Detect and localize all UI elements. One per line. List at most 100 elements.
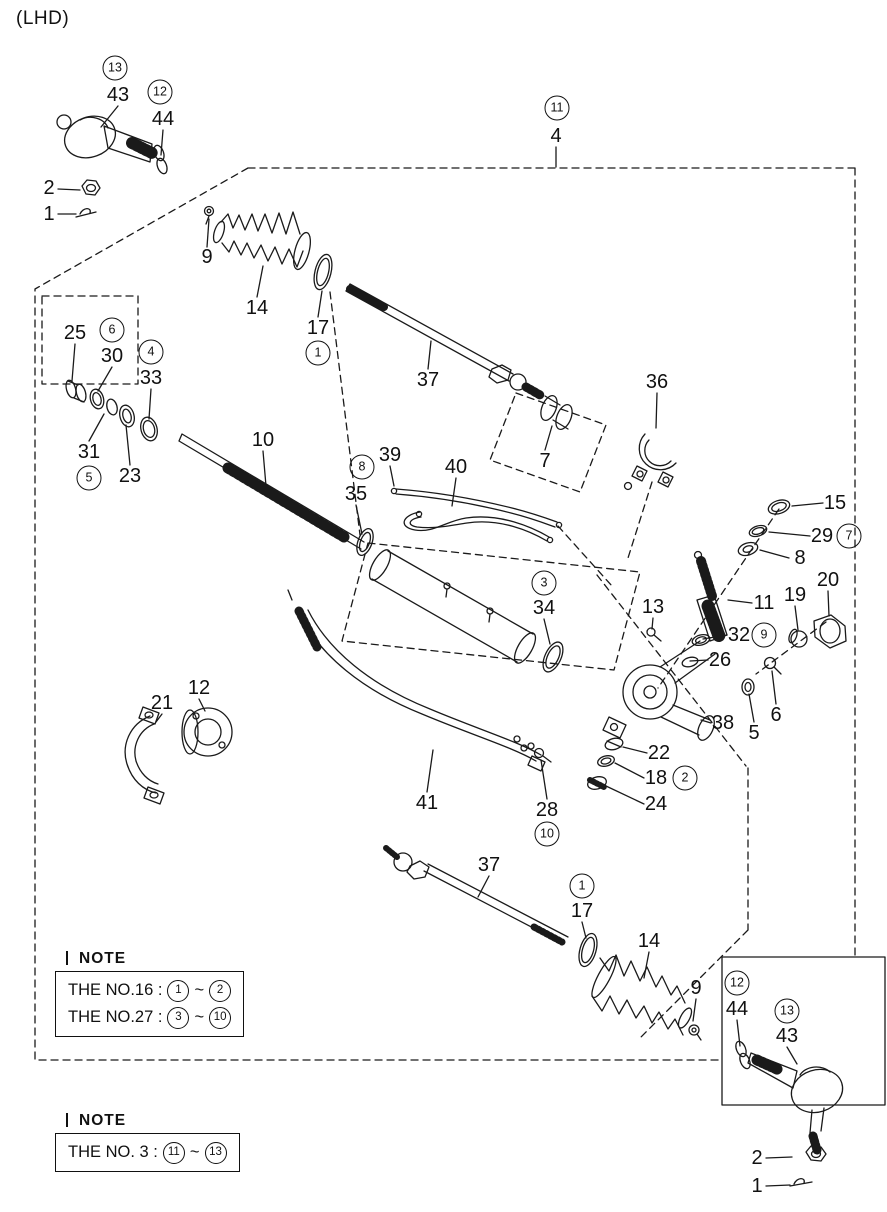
callout-33-17: 33 xyxy=(139,367,163,389)
circled-callout-7-30: 7 xyxy=(836,523,862,549)
circled-callout-12-2: 12 xyxy=(147,79,173,105)
note-line: THE NO.16 : 1 ~ 2 xyxy=(68,977,232,1004)
boot-top xyxy=(203,205,312,271)
callout-44-59: 44 xyxy=(725,998,749,1020)
note-box-2: NOTE THE NO. 3 : 11 ~ 13 xyxy=(55,1112,240,1172)
note-line-prefix: THE NO.16 : xyxy=(68,981,163,999)
callout-34-40: 34 xyxy=(532,597,556,619)
bracket-21 xyxy=(124,706,165,805)
bushing-7 xyxy=(540,395,573,430)
callout-43-1: 43 xyxy=(106,84,130,106)
note-box-1: NOTE THE NO.16 : 1 ~ 2 THE NO.27 : 3 ~ 1… xyxy=(55,950,245,1037)
callout-36-27: 36 xyxy=(645,371,669,393)
callout-2-62: 2 xyxy=(751,1147,763,1169)
circled-callout-10-52: 10 xyxy=(534,821,560,847)
callout-19-33: 19 xyxy=(783,584,807,606)
callout-41-50: 41 xyxy=(415,792,439,814)
callout-22-44: 22 xyxy=(647,742,671,764)
callout-7-26: 7 xyxy=(539,450,551,472)
callout-28-51: 28 xyxy=(535,799,559,821)
callout-8-31: 8 xyxy=(794,547,806,569)
note-range-separator: ~ xyxy=(189,1143,200,1161)
boot-bottom xyxy=(591,954,702,1041)
circled-callout-13-0: 13 xyxy=(102,55,128,81)
callout-12-49: 12 xyxy=(187,677,211,699)
callout-43-61: 43 xyxy=(775,1025,799,1047)
note-range-end-circle: 2 xyxy=(209,979,232,1002)
callout-5-42: 5 xyxy=(748,722,760,744)
note-range-end-circle: 10 xyxy=(209,1006,232,1029)
note-title: NOTE xyxy=(66,1112,240,1130)
callout-6-43: 6 xyxy=(770,704,782,726)
circled-callout-13-60: 13 xyxy=(774,998,800,1024)
callout-9-57: 9 xyxy=(690,977,702,999)
inner-tie-rod-top xyxy=(345,283,545,400)
callout-20-34: 20 xyxy=(816,569,840,591)
tie-rod-end-top xyxy=(56,114,168,218)
callout-17-10: 17 xyxy=(306,317,330,339)
note-body: THE NO. 3 : 11 ~ 13 xyxy=(55,1133,240,1172)
circled-callout-9-37: 9 xyxy=(751,622,777,648)
note-range-separator: ~ xyxy=(194,1008,205,1026)
callout-4-7: 4 xyxy=(550,125,562,147)
callout-24-47: 24 xyxy=(644,793,668,815)
note-range-start-circle: 11 xyxy=(162,1141,185,1164)
callout-14-9: 14 xyxy=(245,297,269,319)
note-range-separator: ~ xyxy=(194,981,205,999)
callout-21-48: 21 xyxy=(150,692,174,714)
circled-callout-1-54: 1 xyxy=(569,873,595,899)
callout-14-56: 14 xyxy=(637,930,661,952)
circled-callout-4-16: 4 xyxy=(138,339,164,365)
note-line: THE NO. 3 : 11 ~ 13 xyxy=(68,1139,227,1166)
callout-30-15: 30 xyxy=(100,345,124,367)
dashed-outlines xyxy=(34,167,856,1061)
callout-29-29: 29 xyxy=(810,525,834,547)
note-range-end-circle: 13 xyxy=(204,1141,227,1164)
valve-assembly xyxy=(646,499,847,668)
callout-18-45: 18 xyxy=(644,767,668,789)
callout-25-13: 25 xyxy=(63,322,87,344)
hose-41 xyxy=(287,589,546,772)
callout-32-36: 32 xyxy=(727,624,751,646)
inset-box xyxy=(721,956,886,1106)
callout-1-63: 1 xyxy=(751,1175,763,1197)
circled-callout-3-39: 3 xyxy=(531,570,557,596)
callout-2-4: 2 xyxy=(43,177,55,199)
callout-31-18: 31 xyxy=(77,441,101,463)
callout-39-23: 39 xyxy=(378,444,402,466)
callout-13-35: 13 xyxy=(641,596,665,618)
callout-1-5: 1 xyxy=(43,203,55,225)
ring-17-top xyxy=(313,253,333,291)
note-line-prefix: THE NO.27 : xyxy=(68,1008,163,1026)
callout-38-41: 38 xyxy=(711,712,735,734)
callout-15-28: 15 xyxy=(823,492,847,514)
bushing-12 xyxy=(181,707,233,757)
circled-callout-12-58: 12 xyxy=(724,970,750,996)
callout-9-8: 9 xyxy=(201,246,213,268)
clamp-36 xyxy=(623,433,677,491)
note-body: THE NO.16 : 1 ~ 2 THE NO.27 : 3 ~ 10 xyxy=(55,971,245,1037)
callout-17-55: 17 xyxy=(570,900,594,922)
note-line: THE NO.27 : 3 ~ 10 xyxy=(68,1004,232,1031)
callout-10-21: 10 xyxy=(251,429,275,451)
housing-tube xyxy=(368,549,537,664)
ring-35 xyxy=(356,527,374,557)
circled-callout-11-6: 11 xyxy=(544,95,570,121)
rack-shaft-10 xyxy=(178,433,365,550)
tie-rod-end-bottom xyxy=(735,1040,844,1187)
callout-44-3: 44 xyxy=(151,108,175,130)
ring-34 xyxy=(542,641,564,673)
callout-37-12: 37 xyxy=(416,369,440,391)
circled-callout-5-19: 5 xyxy=(76,465,102,491)
callout-37-53: 37 xyxy=(477,854,501,876)
page-title: (LHD) xyxy=(16,8,70,29)
gear-housing xyxy=(527,640,782,790)
seal-kit-cluster xyxy=(65,379,158,442)
callout-11-32: 11 xyxy=(753,592,775,614)
note-range-start-circle: 3 xyxy=(167,1006,190,1029)
ring-17-bottom xyxy=(578,932,598,968)
pipes-39-40 xyxy=(390,487,563,544)
callout-23-20: 23 xyxy=(118,465,142,487)
